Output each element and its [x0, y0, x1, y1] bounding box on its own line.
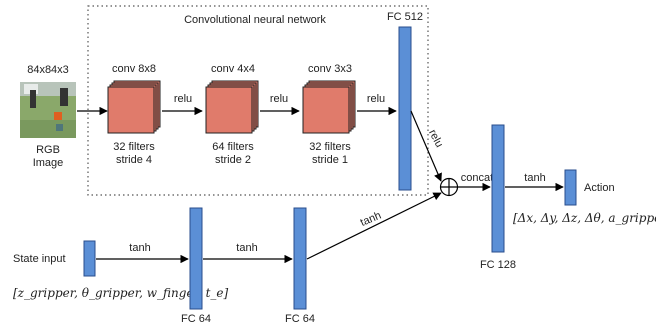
conv1-title: conv 8x8	[112, 63, 156, 75]
fc512-label: FC 512	[387, 11, 423, 23]
relu-label-3: relu	[367, 93, 385, 105]
conv1-stride: stride 4	[116, 154, 152, 166]
input-label-line1: RGB	[36, 144, 60, 156]
action-vector: [Δx, Δy, Δz, Δθ, a_gripper]	[513, 211, 656, 225]
state-vector: [z_gripper, θ_gripper, w_finger, t_e]	[13, 286, 229, 300]
concat-node	[439, 177, 459, 197]
fc64b-label: FC 64	[285, 313, 315, 324]
conv3-title: conv 3x3	[308, 63, 352, 75]
conv2-filters: 64 filters	[212, 141, 254, 153]
action-bar	[564, 169, 577, 206]
relu-label-4: relu	[426, 128, 445, 150]
arrow-fc512-to-concat	[410, 110, 442, 182]
conv2-stride: stride 2	[215, 154, 251, 166]
action-label: Action	[584, 182, 615, 194]
conv3-block	[302, 80, 356, 134]
fc64a-bar	[189, 207, 203, 310]
relu-label-1: relu	[174, 93, 192, 105]
concat-label: concat	[461, 172, 493, 184]
fc128-label: FC 128	[480, 259, 516, 271]
tanh-label-3: tanh	[359, 210, 383, 229]
state-input-bar	[83, 240, 96, 277]
input-label-line2: Image	[33, 157, 64, 169]
fc128-bar	[491, 124, 505, 253]
cnn-title: Convolutional neural network	[184, 14, 326, 26]
arrow-fc64b-to-concat	[306, 192, 442, 260]
conv3-filters: 32 filters	[309, 141, 351, 153]
conv2-block	[205, 80, 259, 134]
tanh-label-2: tanh	[236, 242, 257, 254]
tanh-label-action: tanh	[524, 172, 545, 184]
rgb-image	[20, 82, 76, 138]
tanh-label-1: tanh	[129, 242, 150, 254]
fc512-bar	[398, 26, 412, 191]
relu-label-2: relu	[270, 93, 288, 105]
fc64a-label: FC 64	[181, 313, 211, 324]
state-input-label: State input	[13, 253, 66, 265]
conv1-block	[107, 80, 161, 134]
conv1-filters: 32 filters	[113, 141, 155, 153]
conv3-stride: stride 1	[312, 154, 348, 166]
conv2-title: conv 4x4	[211, 63, 255, 75]
input-size-label: 84x84x3	[27, 64, 69, 76]
cnn-dotted-box	[87, 5, 429, 196]
fc64b-bar	[293, 207, 307, 310]
